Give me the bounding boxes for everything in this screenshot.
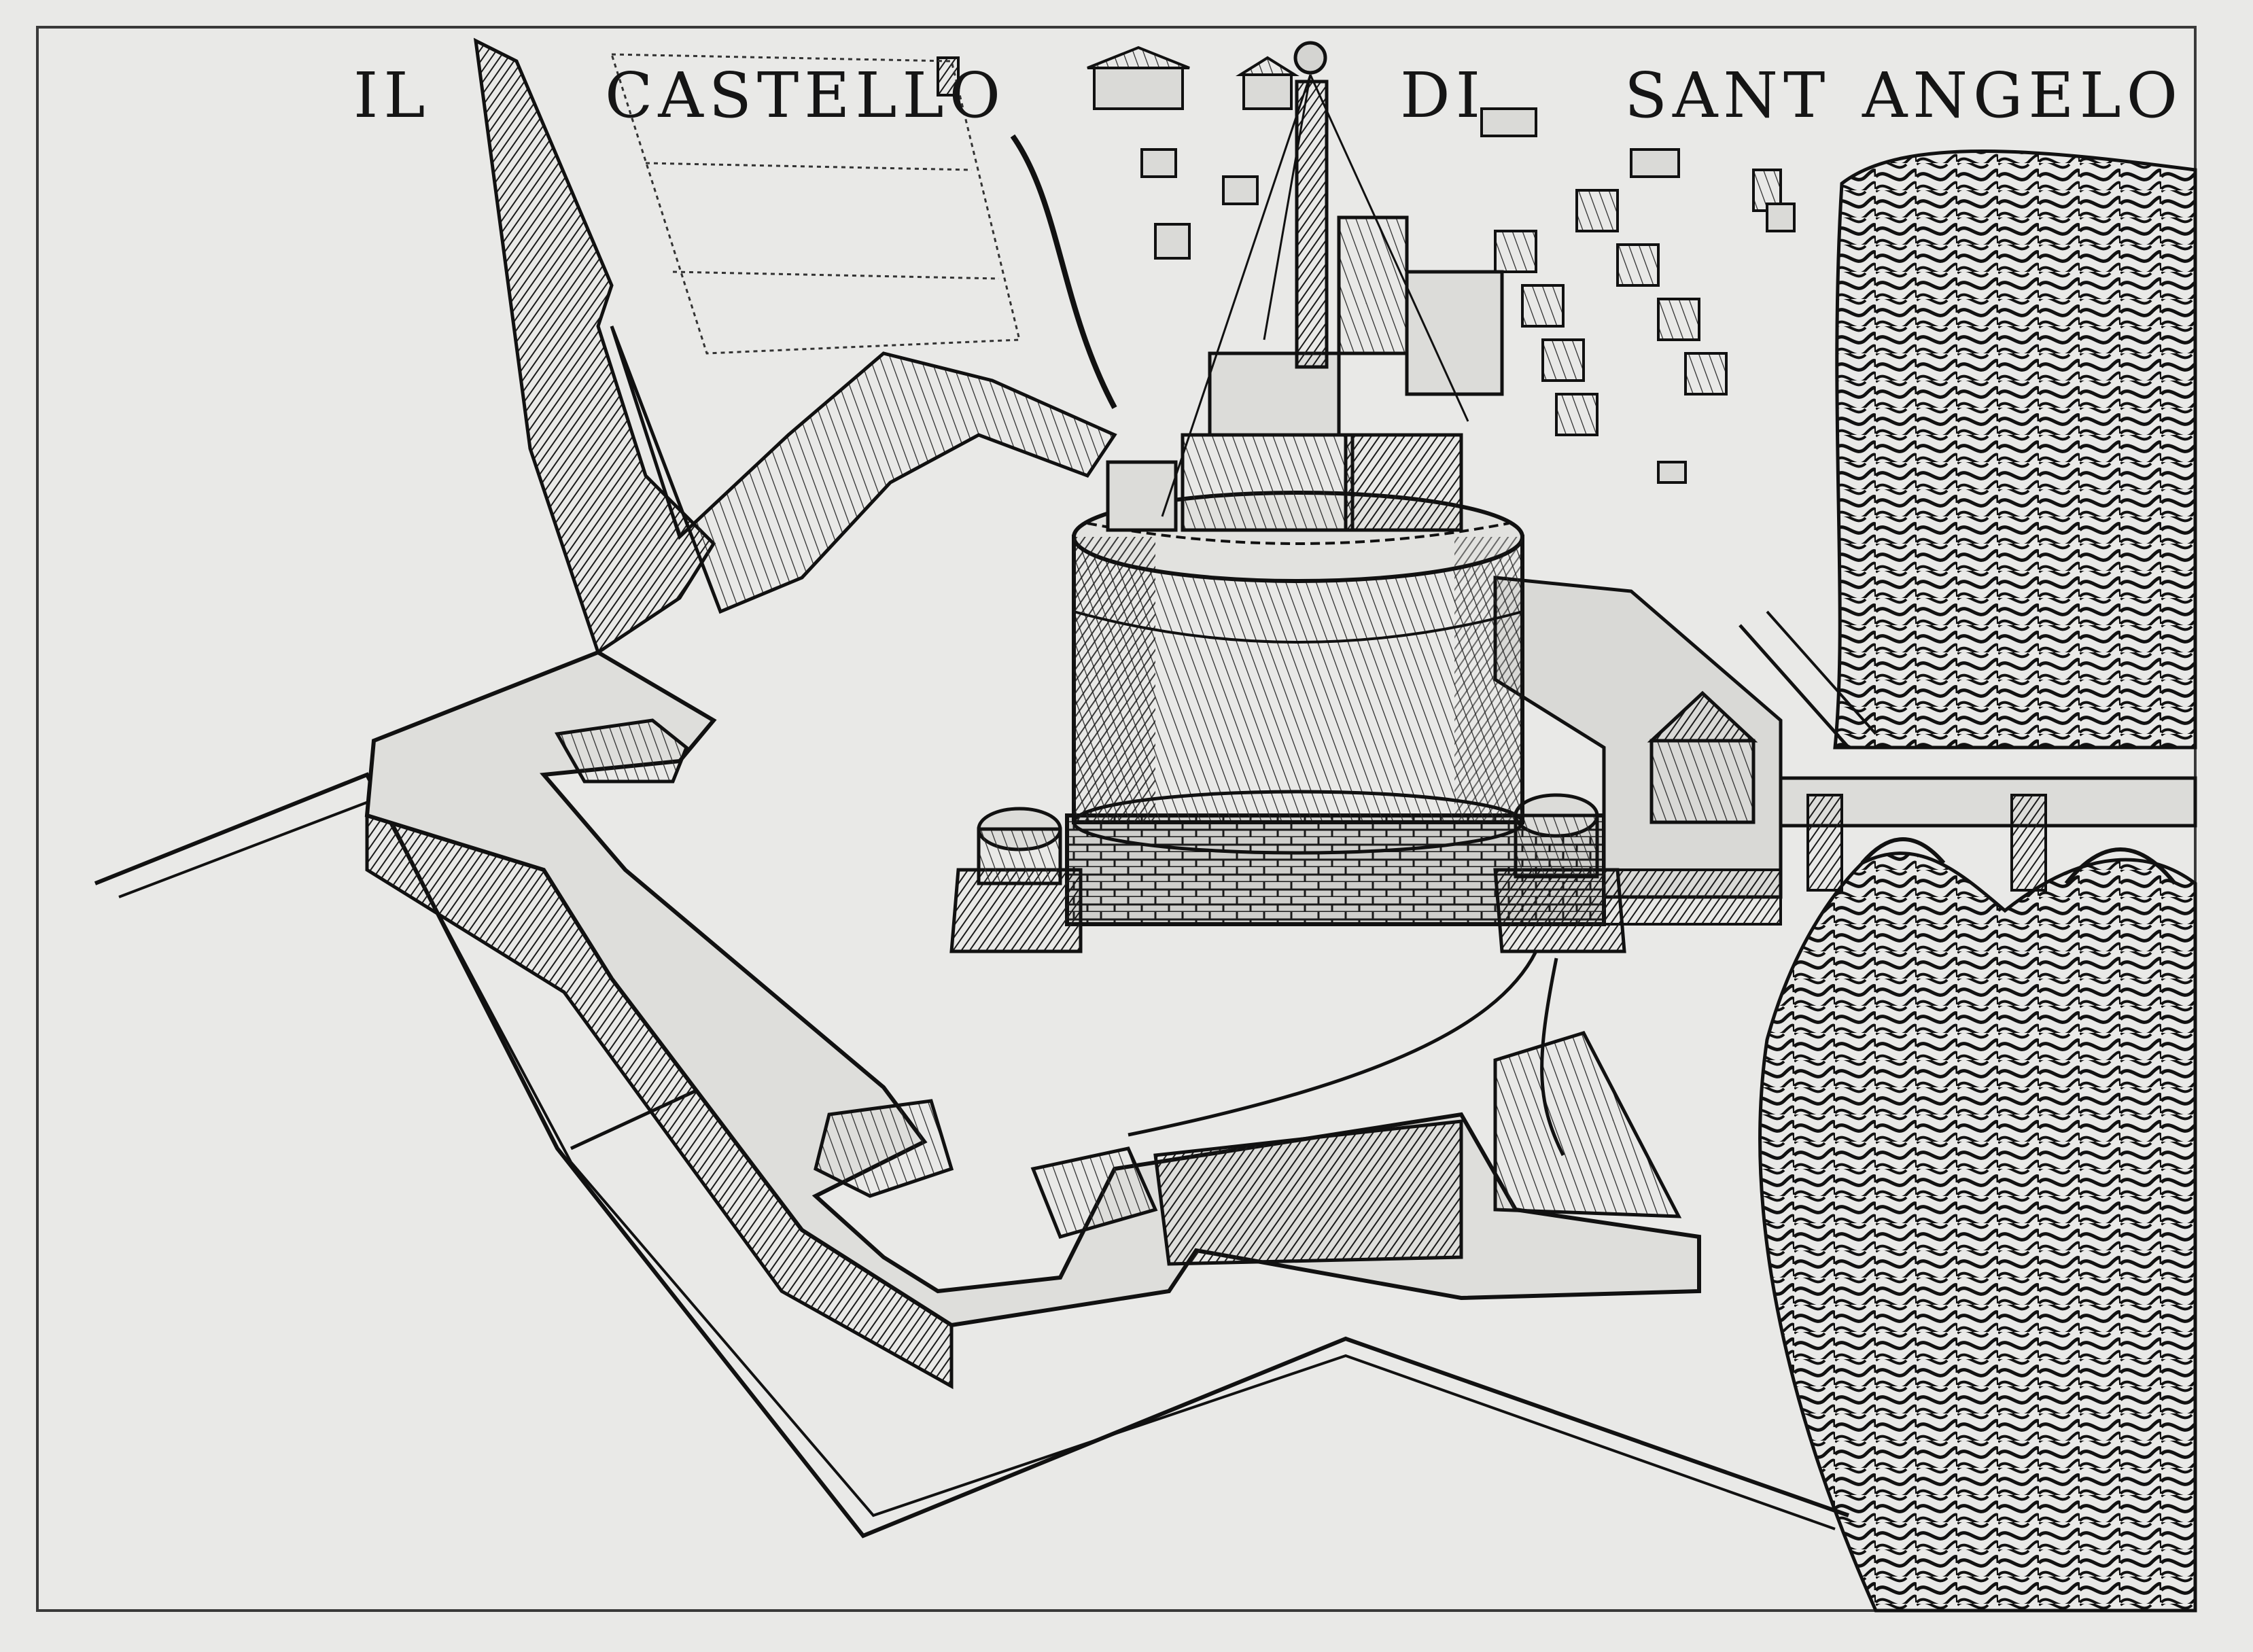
- upper-buildings: [1106, 215, 1504, 532]
- distant-houses: [937, 46, 1796, 484]
- street-houses: [1494, 189, 1728, 436]
- bastion-lower-right: [1493, 1030, 1682, 1218]
- bastion-left: [555, 718, 689, 784]
- corner-tower-right: [1493, 793, 1626, 953]
- garden-plots: [610, 53, 1021, 355]
- title-word-di: DI: [1400, 59, 1486, 132]
- title-word-il: IL: [353, 59, 431, 132]
- title-word-castello: CASTELLO: [605, 59, 1006, 132]
- central-spire: [1161, 41, 1469, 517]
- river-lower: [1758, 851, 2197, 1613]
- outer-earthwork: [94, 772, 1849, 1539]
- bridge: [1765, 776, 2197, 892]
- gate-tower: [1647, 690, 1758, 824]
- corner-tower-left: [949, 807, 1083, 953]
- castle-keep: [1072, 491, 1524, 855]
- stream: [1010, 134, 1117, 409]
- north-wall: [473, 37, 716, 655]
- river-upper: [1833, 150, 2197, 750]
- bastion-lower-left: [814, 1099, 954, 1198]
- title-word-sant: SANT: [1624, 59, 1831, 132]
- approach-road: [1128, 950, 1538, 1137]
- title-word-angelo: ANGELO: [1862, 59, 2184, 132]
